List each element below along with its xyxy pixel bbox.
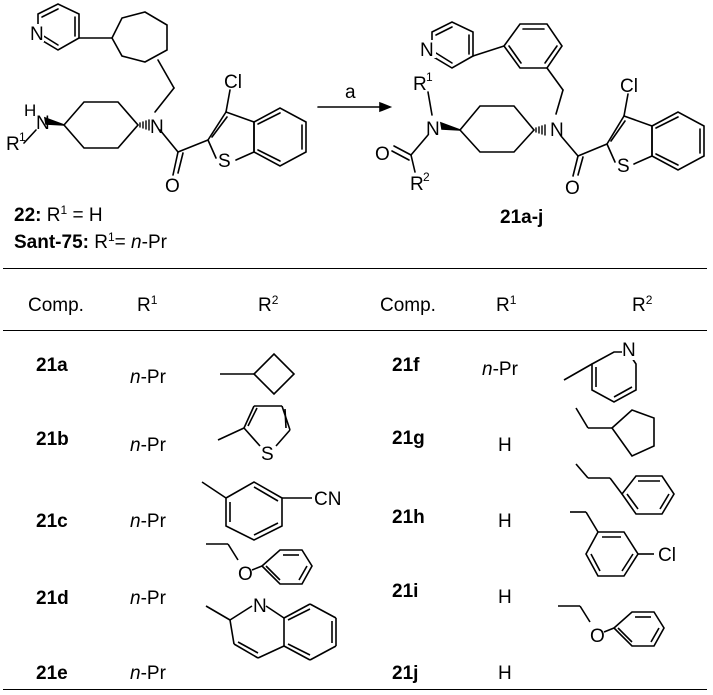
- header-r2-left: R2: [258, 293, 279, 316]
- table-row-21e-comp: 21e: [36, 663, 68, 684]
- amide-n-left: N: [150, 117, 164, 138]
- cyclohexane-left: [62, 101, 140, 149]
- phenyl-ring-right: [503, 23, 563, 69]
- table-row-21f-comp: 21f: [392, 355, 420, 376]
- cyclohexane-right: [458, 105, 536, 153]
- header-r2-right: R2: [632, 293, 653, 316]
- compound-22-label: 22: R1 = H: [14, 203, 103, 226]
- r2-thienyl-structure: S: [217, 405, 291, 465]
- table-row-21j-r1: H: [498, 663, 512, 684]
- reaction-scheme: N N H R 1 N O S Cl a N N R 1 O R 2 N O S…: [0, 0, 713, 265]
- pyridine-ring-right: [431, 21, 474, 69]
- r2-phenoxymethyl-structure-right: O: [558, 605, 665, 647]
- thiophene-s-left: S: [218, 151, 231, 172]
- benzothiophene-left: [207, 89, 307, 167]
- header-r1-right: R1: [496, 293, 517, 316]
- r2-cyclopentylmethyl-structure: [575, 407, 655, 458]
- table-row-21g-comp: 21g: [392, 428, 425, 449]
- table-row-21g-r1: H: [498, 435, 512, 456]
- amide-n-right: N: [550, 120, 564, 141]
- r2-pyridyl-structure: N: [563, 338, 642, 403]
- table-row-21c-r1: n-Pr: [130, 511, 166, 532]
- scheme-drawing: N N H R 1 N O S Cl a N N R 1 O R 2 N O S…: [6, 3, 705, 199]
- pyridine-n-left: N: [30, 24, 44, 45]
- r2-quinolinyl-structure: N: [205, 596, 337, 661]
- table-bottom-rule: [3, 689, 707, 690]
- r2-cyanophenyl-structure: CN: [201, 481, 341, 541]
- table-row-21i-r1: H: [498, 587, 512, 608]
- r2-cyclobutyl-structure: [220, 352, 296, 396]
- pyridyl-n: N: [622, 340, 636, 361]
- table-row-21j-comp: 21j: [392, 663, 419, 684]
- table-header-rule: [3, 330, 707, 331]
- table-row-21d-r1: n-Pr: [130, 588, 166, 609]
- quinoline-n: N: [253, 596, 267, 617]
- phenoxy-o-left: O: [238, 564, 253, 585]
- r2-right: R: [410, 174, 424, 195]
- table-row-21h-comp: 21h: [392, 507, 425, 528]
- r1-right: R: [413, 74, 427, 95]
- chlorobenzyl-cl: Cl: [658, 545, 676, 566]
- table-row-21f-r1: n-Pr: [482, 359, 518, 380]
- amine-h-left: H: [24, 101, 36, 120]
- benzothiophene-right: [606, 93, 705, 171]
- carbonyl-o-right-left: O: [375, 144, 390, 165]
- chloro-right: Cl: [620, 76, 638, 97]
- phenyl-ring-left: [111, 11, 168, 63]
- amide-n-right-left: N: [426, 119, 440, 140]
- pyridine-n-right: N: [420, 40, 434, 61]
- table-row-21c-comp: 21c: [36, 511, 68, 532]
- table-row-21h-r1: H: [498, 511, 512, 532]
- phenoxy-o-right: O: [590, 626, 605, 647]
- chloro-left: Cl: [224, 72, 242, 93]
- table-row-21e-r1: n-Pr: [130, 663, 166, 684]
- header-comp-right: Comp.: [380, 295, 436, 316]
- sant-75-label: Sant-75: R1= n-Pr: [14, 230, 167, 253]
- table-row-21a-r1: n-Pr: [130, 367, 166, 388]
- r2-phenylethyl-structure: [575, 463, 675, 515]
- r2-phenoxymethyl-structure: O: [206, 543, 313, 585]
- reagent-a: a: [345, 82, 356, 103]
- r2-right-sup: 2: [423, 170, 430, 184]
- table-top-rule: [3, 268, 707, 269]
- thienyl-s: S: [261, 444, 274, 465]
- cyano-cn: CN: [314, 489, 341, 510]
- r1-left-sup: 1: [19, 130, 26, 144]
- table-row-21a-comp: 21a: [36, 355, 68, 376]
- table-row-21i-comp: 21i: [392, 581, 419, 602]
- r1-right-sup: 1: [426, 70, 433, 84]
- table-row-21b-r1: n-Pr: [130, 435, 166, 456]
- table-row-21b-comp: 21b: [36, 429, 69, 450]
- carbonyl-o-right: O: [565, 178, 580, 199]
- carbonyl-o-left: O: [165, 176, 180, 197]
- r1-left: R: [6, 134, 20, 155]
- header-r1-left: R1: [137, 293, 158, 316]
- r2-chlorobenzyl-structure: Cl: [570, 511, 676, 577]
- amine-n-left: N: [36, 113, 50, 134]
- thiophene-s-right: S: [617, 156, 630, 177]
- header-comp-left: Comp.: [28, 295, 84, 316]
- pyridine-ring-left: [37, 3, 80, 51]
- product-label: 21a-j: [500, 207, 544, 228]
- table-row-21d-comp: 21d: [36, 588, 69, 609]
